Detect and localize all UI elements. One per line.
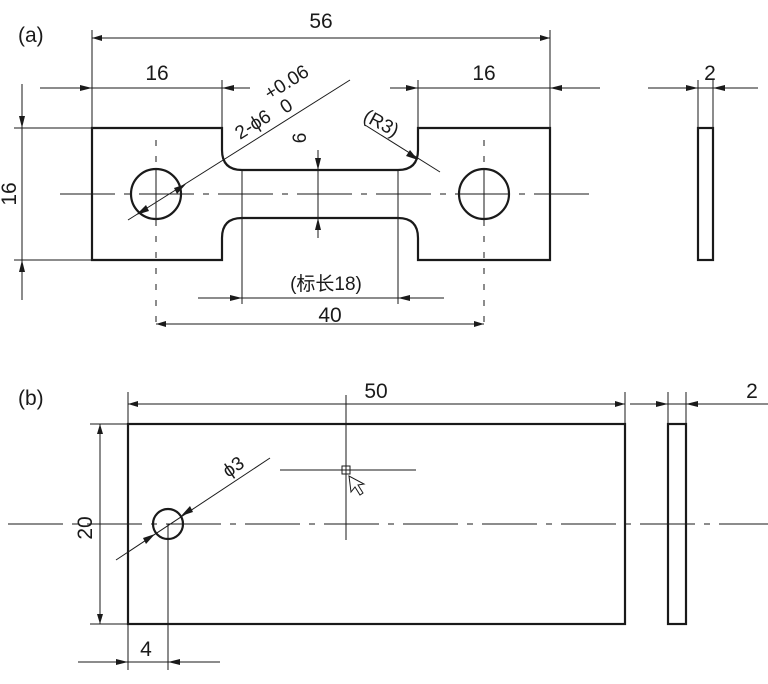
- dim-text-small-hole: ϕ3: [219, 453, 248, 482]
- dim-text-hole-prefix: 2-ϕ6: [232, 106, 275, 144]
- arrow-small-hole-2: [181, 506, 193, 516]
- dim-text-hole-spacing: 40: [318, 304, 341, 327]
- arrow-thk-a-left: [686, 85, 698, 91]
- dim-text-right-tab: 16: [472, 62, 495, 85]
- dim-text-height-20: 20: [74, 516, 97, 539]
- arrow-offset-left: [116, 659, 128, 665]
- dim-text-thickness-a: 2: [704, 62, 716, 85]
- cursor-pickbox: [341, 465, 351, 475]
- arrow-left-tab-2: [222, 85, 234, 91]
- dim-text-offset: 4: [140, 638, 152, 661]
- arrow-offset-right: [168, 659, 180, 665]
- panel-a-label: (a): [18, 24, 44, 47]
- arrow-neck-top: [315, 158, 321, 170]
- arrow-thk-b-right: [686, 401, 698, 407]
- leader-small-hole: [115, 457, 271, 561]
- arrow-right-tab-1: [406, 85, 418, 91]
- arrow-gauge-right: [398, 295, 410, 301]
- arrow-thk-a-right: [713, 85, 725, 91]
- specimen-outline-front-view: [90, 126, 552, 262]
- arrow-neck-bottom: [315, 218, 321, 230]
- dim-text-height-16: 16: [0, 182, 21, 205]
- dim-text-neck: 6: [290, 133, 311, 144]
- dim-text-56: 56: [309, 10, 332, 33]
- side-view-a: [696, 126, 715, 262]
- arrow-hole-leader: [136, 205, 149, 215]
- arrow-small-hole-1: [143, 534, 155, 544]
- leader-radius: [364, 124, 441, 173]
- leader-hole-diameter: [127, 79, 351, 221]
- dim-text-left-tab: 16: [145, 62, 168, 85]
- dim-text-gauge: (标长18): [290, 273, 362, 295]
- dim-text-tol-lower: 0: [277, 95, 297, 118]
- arrow-radius: [406, 150, 418, 160]
- panel-b: (b) 50 2 20 ϕ3: [8, 380, 768, 670]
- panel-b-label: (b): [18, 387, 44, 410]
- dim-text-radius: (R3): [360, 106, 402, 142]
- dim-text-thickness-b: 2: [746, 380, 758, 403]
- arrow-left-tab-1: [80, 85, 92, 91]
- cursor-pointer-icon: [348, 475, 366, 496]
- arrow-hole-leader-2: [174, 184, 186, 194]
- arrow-height-bottom: [19, 260, 25, 272]
- panel-a: (a) 56 16 16 16: [0, 10, 758, 330]
- arrow-gauge-left: [230, 295, 242, 301]
- arrow-thk-b-left: [656, 401, 668, 407]
- dim-text-50: 50: [364, 380, 387, 403]
- arrow-height-top: [19, 116, 25, 128]
- side-view-b: [666, 422, 688, 626]
- arrow-right-tab-2: [550, 85, 562, 91]
